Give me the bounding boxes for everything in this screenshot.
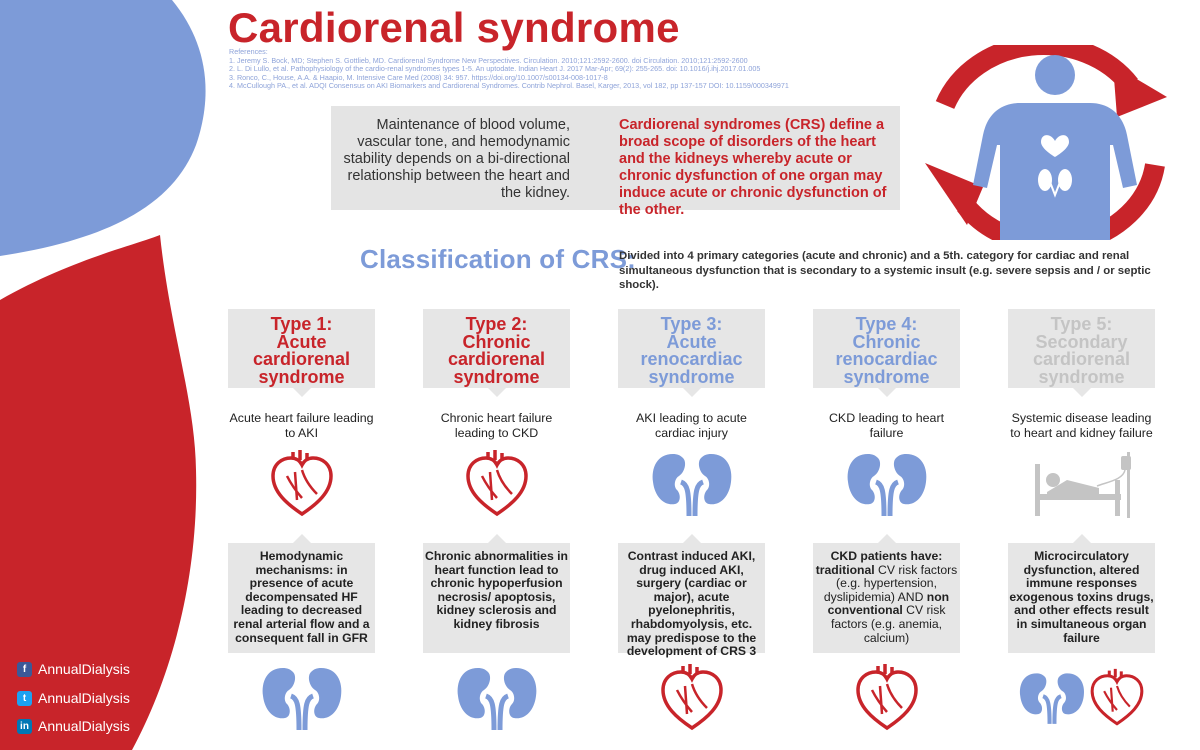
- type-name: Secondary cardiorenal syndrome: [1032, 331, 1131, 387]
- body-cycle-illustration: [925, 45, 1167, 240]
- result-icon: [618, 664, 765, 744]
- kidneys-icon: [1019, 673, 1084, 724]
- result-icon: [813, 664, 960, 744]
- type-mechanism: Hemodynamic mechanisms: in presence of a…: [228, 534, 375, 653]
- social-handle: AnnualDialysis: [38, 661, 130, 677]
- reference-item: 3. Ronco, C., House, A.A. & Haapio, M. I…: [229, 72, 608, 82]
- type-cause: CKD leading to heart failure: [828, 411, 945, 440]
- intro-panel: [331, 106, 900, 210]
- social-handle: AnnualDialysis: [38, 690, 130, 706]
- linkedin-icon: in: [17, 718, 32, 734]
- cause-icon: [618, 450, 765, 520]
- heart-icon: [270, 450, 333, 517]
- heart-icon: [1041, 135, 1069, 157]
- cause-icon: [423, 450, 570, 520]
- kidneys-icon: [457, 668, 536, 730]
- type-mechanism: Contrast induced AKI, drug induced AKI, …: [618, 534, 765, 658]
- type-heading: Type 1:Acute cardiorenal syndrome: [228, 309, 375, 397]
- cause-icon: [228, 450, 375, 520]
- type-number: Type 3:: [660, 314, 723, 334]
- circular-arrows-icon: [925, 45, 1167, 240]
- social-link-facebook[interactable]: f AnnualDialysis: [17, 661, 130, 677]
- red-background-shape: [0, 235, 197, 750]
- reference-item: 4. McCullough PA., et al. ADQI Consensus…: [229, 81, 789, 91]
- heart-icon: [1090, 668, 1143, 726]
- classification-title: Classification of CRS:: [360, 244, 636, 274]
- result-icon: [1008, 664, 1155, 744]
- type-cause: Chronic heart failure leading to CKD: [440, 411, 553, 440]
- intro-right-text: Cardiorenal syndromes (CRS) define a bro…: [619, 117, 887, 218]
- type-cause: Systemic disease leading to heart and ki…: [1010, 411, 1153, 440]
- type-number: Type 2:: [465, 314, 528, 334]
- references: References: 1. Jeremy S. Bock, MD; Steph…: [229, 47, 869, 91]
- hospital-bed-icon: [1034, 452, 1131, 518]
- result-icon: [423, 664, 570, 744]
- blue-background-shape: [0, 0, 206, 256]
- twitter-icon: t: [17, 690, 32, 706]
- mechanism-emphasis: traditional: [815, 562, 875, 577]
- kidneys-icon: [262, 668, 341, 730]
- social-link-linkedin[interactable]: in AnnualDialysis: [17, 718, 130, 734]
- kidneys-icon: [652, 454, 731, 516]
- type-number: Type 5:: [1050, 314, 1113, 334]
- kidneys-icon: [1038, 169, 1072, 198]
- kidneys-icon: [847, 454, 926, 516]
- type-heading: Type 5:Secondary cardiorenal syndrome: [1008, 309, 1155, 397]
- type-cause: AKI leading to acute cardiac injury: [636, 411, 747, 440]
- references-label: References:: [229, 47, 268, 56]
- mechanism-text: CV risk factors (e.g. anemia, calcium): [830, 603, 946, 645]
- type-name: Acute renocardiac syndrome: [640, 331, 743, 387]
- type-name: Chronic cardiorenal syndrome: [447, 331, 546, 387]
- type-number: Type 4:: [855, 314, 918, 334]
- mechanism-text: CV risk factors (e.g. hypertension, dysl…: [823, 562, 958, 604]
- result-icon: [228, 664, 375, 744]
- type-heading: Type 2:Chronic cardiorenal syndrome: [423, 309, 570, 397]
- mechanism-text: CKD patients have:: [830, 549, 943, 563]
- reference-item: 1. Jeremy S. Bock, MD; Stephen S. Gottli…: [229, 55, 748, 65]
- human-body-icon: [973, 55, 1137, 240]
- heart-icon: [660, 664, 723, 731]
- page-title: Cardiorenal syndrome: [228, 4, 680, 51]
- facebook-icon: f: [17, 661, 32, 677]
- social-link-twitter[interactable]: t AnnualDialysis: [17, 690, 130, 706]
- type-name: Acute cardiorenal syndrome: [252, 331, 351, 387]
- cause-icon: [813, 450, 960, 520]
- classification-description: Divided into 4 primary categories (acute…: [619, 250, 1151, 291]
- type-mechanism: CKD patients have:traditional CV risk fa…: [813, 534, 960, 653]
- heart-icon: [855, 664, 918, 731]
- type-mechanism: Chronic abnormalities in heart function …: [423, 534, 570, 653]
- cause-icon: [1008, 450, 1155, 520]
- intro-left-text: Maintenance of blood volume, vascular to…: [343, 117, 571, 201]
- type-number: Type 1:: [270, 314, 333, 334]
- mechanism-emphasis: non conventional: [827, 589, 950, 618]
- type-mechanism: Microcirculatory dysfunction, altered im…: [1008, 534, 1155, 653]
- type-heading: Type 4:Chronic renocardiac syndrome: [813, 309, 960, 397]
- type-cause: Acute heart failure leading to AKI: [229, 411, 374, 440]
- type-name: Chronic renocardiac syndrome: [835, 331, 938, 387]
- type-heading: Type 3:Acute renocardiac syndrome: [618, 309, 765, 397]
- reference-item: 2. L. Di Lullo, et al. Pathophysiology o…: [229, 64, 761, 74]
- social-handle: AnnualDialysis: [38, 718, 130, 734]
- heart-icon: [465, 450, 528, 517]
